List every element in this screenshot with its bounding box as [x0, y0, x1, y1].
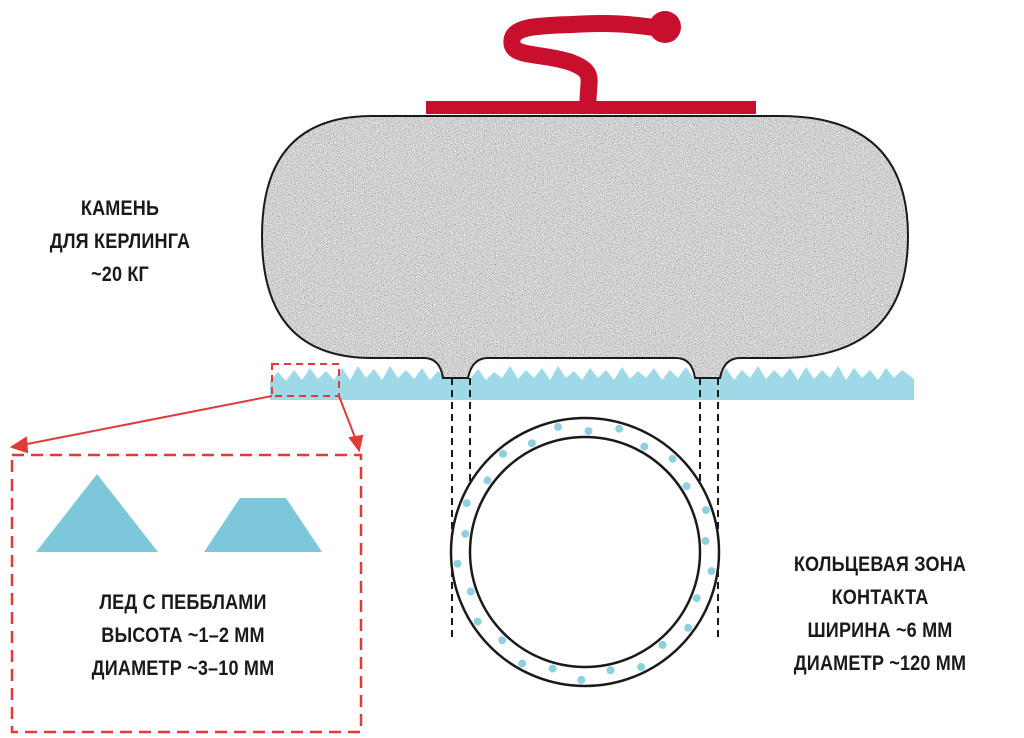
- contact-dot: [548, 664, 557, 673]
- contact-dot: [658, 640, 667, 649]
- contact-dot: [684, 623, 693, 632]
- contact-dot: [584, 427, 593, 436]
- contact-dot: [499, 449, 507, 458]
- contact-dot: [702, 506, 710, 515]
- contact-dot: [473, 617, 482, 626]
- stone-label-line: ДЛЯ КЕРЛИНГА: [49, 230, 191, 253]
- zoom-arrows: [9, 395, 364, 454]
- pebble-triangle-icon: [36, 474, 158, 552]
- pebble-label-line: ДИАМЕТР ~3–10 ММ: [91, 657, 275, 680]
- contact-dot: [701, 536, 710, 545]
- contact-label-line: КОЛЬЦЕВАЯ ЗОНА: [793, 553, 967, 576]
- pebble-label-line: ВЫСОТА ~1–2 ММ: [101, 624, 265, 647]
- pebble-magnified-box: [10, 453, 363, 734]
- contact-dot: [462, 499, 471, 508]
- contact-label-line: КОНТАКТА: [831, 586, 929, 609]
- contact-dot: [527, 439, 536, 448]
- contact-dot: [466, 587, 475, 596]
- contact-dot: [483, 476, 492, 485]
- contact-dot: [453, 559, 462, 568]
- pebble-label: ЛЕД С ПЕББЛАМИ ВЫСОТА ~1–2 ММ ДИАМЕТР ~3…: [41, 586, 325, 685]
- contact-dot: [640, 442, 649, 451]
- pebble-label-line: ЛЕД С ПЕББЛАМИ: [99, 591, 267, 614]
- contact-ring-icon: [449, 416, 721, 688]
- contact-dot: [682, 482, 691, 491]
- contact-dot: [615, 424, 624, 433]
- pebble-trapezoid-icon: [204, 498, 322, 552]
- contact-dot: [637, 663, 646, 671]
- contact-dot: [692, 594, 701, 603]
- contact-label: КОЛЬЦЕВАЯ ЗОНА КОНТАКТА ШИРИНА ~6 ММ ДИА…: [777, 548, 983, 680]
- stone-handle-icon: [426, 11, 756, 114]
- contact-dot: [518, 659, 527, 668]
- curling-stone-icon: [260, 115, 910, 379]
- pebble-highlight-box: [271, 363, 340, 397]
- stone-label: КАМЕНЬ ДЛЯ КЕРЛИНГА ~20 КГ: [34, 192, 206, 291]
- contact-dot: [554, 422, 562, 431]
- ice-pebble-icon: [270, 366, 914, 400]
- contact-dot: [461, 529, 470, 538]
- stone-label-line: ~20 КГ: [91, 263, 149, 286]
- contact-label-line: ДИАМЕТР ~120 ММ: [793, 652, 967, 675]
- contact-dot: [707, 567, 716, 576]
- contact-dot: [606, 666, 615, 675]
- ice-layer: [270, 366, 914, 400]
- contact-label-line: ШИРИНА ~6 ММ: [807, 619, 953, 642]
- contact-dot: [577, 675, 586, 684]
- contact-dot: [498, 636, 507, 645]
- stone-label-line: КАМЕНЬ: [80, 197, 160, 220]
- contact-dot: [668, 454, 677, 463]
